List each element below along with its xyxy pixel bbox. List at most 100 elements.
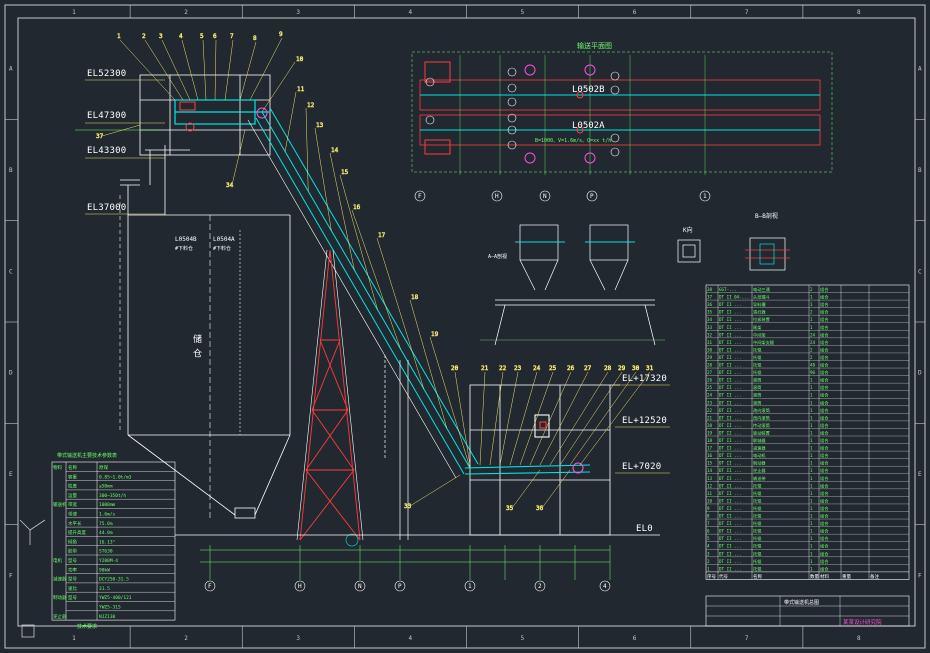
bom-cell: 4	[707, 544, 710, 549]
part-number-bottom: 26	[567, 365, 575, 372]
bom-cell: 7	[707, 521, 710, 526]
bom-cell: 10	[707, 498, 713, 503]
bom-cell: 组合	[820, 452, 829, 459]
bom-cell: 组合	[820, 369, 829, 376]
bom-header-cell: 重量	[842, 573, 851, 580]
part-number-bottom: 29	[618, 365, 626, 372]
elevation-el52300: EL52300	[87, 69, 127, 79]
bom-cell: DT II ...	[719, 536, 742, 541]
elevation-el0: EL0	[636, 524, 653, 534]
dimension-lines	[75, 129, 611, 580]
bom-cell: 22	[707, 408, 713, 413]
frame-row-marker: A	[918, 66, 922, 73]
bom-cell: 组合	[820, 354, 829, 361]
parameter-value: ST630	[99, 549, 113, 555]
bom-cell: 组合	[820, 513, 829, 520]
tail-conveyor	[464, 414, 591, 475]
plan-bubble	[507, 83, 517, 93]
bom-cell: 组合	[820, 490, 829, 497]
bom-cell: 1	[810, 385, 813, 390]
bom-cell: 1	[707, 566, 710, 571]
parameter-key: 名称	[68, 464, 77, 471]
bom-cell: DT II ...	[719, 370, 742, 375]
plan-axis-label: 1	[703, 193, 707, 200]
bom-cell: 组合	[820, 445, 829, 452]
bin-hatch	[119, 195, 241, 520]
bom-cell: 组合	[820, 467, 829, 474]
bom-cell: 33	[707, 325, 713, 330]
frame-col-marker: 2	[184, 9, 188, 16]
part-number-diagonal: 15	[341, 169, 349, 176]
plan-axis-bubble	[586, 190, 598, 202]
part-number-bottom: 27	[584, 365, 592, 372]
plan-axis-bubble	[414, 190, 426, 202]
bom-cell: DT II ...	[719, 514, 742, 519]
elevation-el43300: EL43300	[87, 146, 127, 156]
parameter-key: 容重	[68, 473, 77, 480]
bom-cell: 1	[810, 498, 813, 503]
parameter-key: 带速	[68, 512, 77, 518]
frame-col-marker: 6	[633, 9, 637, 16]
bom-cell: DT II ...	[719, 317, 742, 322]
bom-cell: 组合	[820, 407, 829, 414]
bom-cell: 组合	[820, 339, 829, 346]
frame-col-marker: 4	[408, 635, 412, 642]
part-number-misc: 36	[536, 505, 544, 512]
part-number-diagonal: 14	[331, 147, 339, 154]
parameter-key: 提升高度	[68, 529, 86, 536]
bom-frame	[705, 284, 910, 580]
bom-cell: 34	[707, 317, 713, 322]
parameter-value: 31.5	[99, 586, 110, 592]
part-number-top: 3	[159, 33, 163, 40]
parameter-value: Y280M-4	[99, 558, 118, 564]
elevation-el47300: EL47300	[87, 111, 127, 121]
bom-cell: 1	[810, 551, 813, 556]
inclined-conveyor	[247, 107, 479, 479]
bom-cell: 组合	[820, 399, 829, 406]
parameter-value: 16.13°	[99, 539, 116, 545]
bom-cell: 1	[810, 491, 813, 496]
parameter-key: 倾角	[68, 538, 77, 545]
frame-col-marker: 8	[857, 635, 861, 642]
bom-cell: 1	[810, 506, 813, 511]
head-drive-red	[179, 101, 268, 132]
part-number-top: 6	[213, 33, 217, 40]
bom-cell: 组合	[820, 414, 829, 421]
bom-header-cell: 代号	[719, 573, 728, 580]
bom-cell: 电动机	[753, 452, 766, 459]
bom-cell: 组合	[820, 316, 829, 323]
bom-cell: 1	[810, 461, 813, 466]
parameter-group: 制动器	[53, 594, 67, 601]
bom-cell: 托辊	[753, 513, 762, 520]
bom-cell: 导料槽	[753, 301, 766, 308]
parameter-value: 300~350t/h	[99, 493, 126, 499]
bom-cell: 24	[707, 393, 713, 398]
bom-cell: DT II ...	[719, 415, 742, 420]
bom-cell: 中间架	[753, 331, 766, 338]
bom-cell: 清扫器	[753, 309, 766, 316]
bom-cell: 组合	[820, 422, 829, 429]
frame-col-marker: 7	[745, 9, 749, 16]
frame-row-marker: F	[918, 572, 922, 579]
plan-view	[411, 51, 833, 175]
bom-cell: 托辊	[753, 369, 762, 376]
bom-cell: 1	[810, 302, 813, 307]
bom-cell: DT II ...	[719, 506, 742, 511]
bottom-axis-label: N	[358, 583, 362, 590]
part-number-diagonal: 18	[411, 294, 419, 301]
parameter-key: 型号	[68, 594, 77, 601]
bom-cell: 19	[707, 430, 713, 435]
bom-cell: 组合	[820, 392, 829, 399]
plan-bubble	[507, 113, 517, 123]
bom-cell: 组合	[820, 535, 829, 542]
part-number-diagonal: 11	[297, 86, 305, 93]
bin-subtag-left: #下料仓	[175, 245, 193, 252]
head-drive	[174, 99, 270, 125]
section-aa-view	[480, 224, 665, 346]
bom-cell: 滚筒	[753, 377, 761, 384]
frame-col-marker: 5	[521, 9, 525, 16]
bom-cell: DT II ...	[719, 476, 742, 481]
parameter-key: 速比	[68, 585, 77, 592]
frame-col-marker: 2	[184, 635, 188, 642]
